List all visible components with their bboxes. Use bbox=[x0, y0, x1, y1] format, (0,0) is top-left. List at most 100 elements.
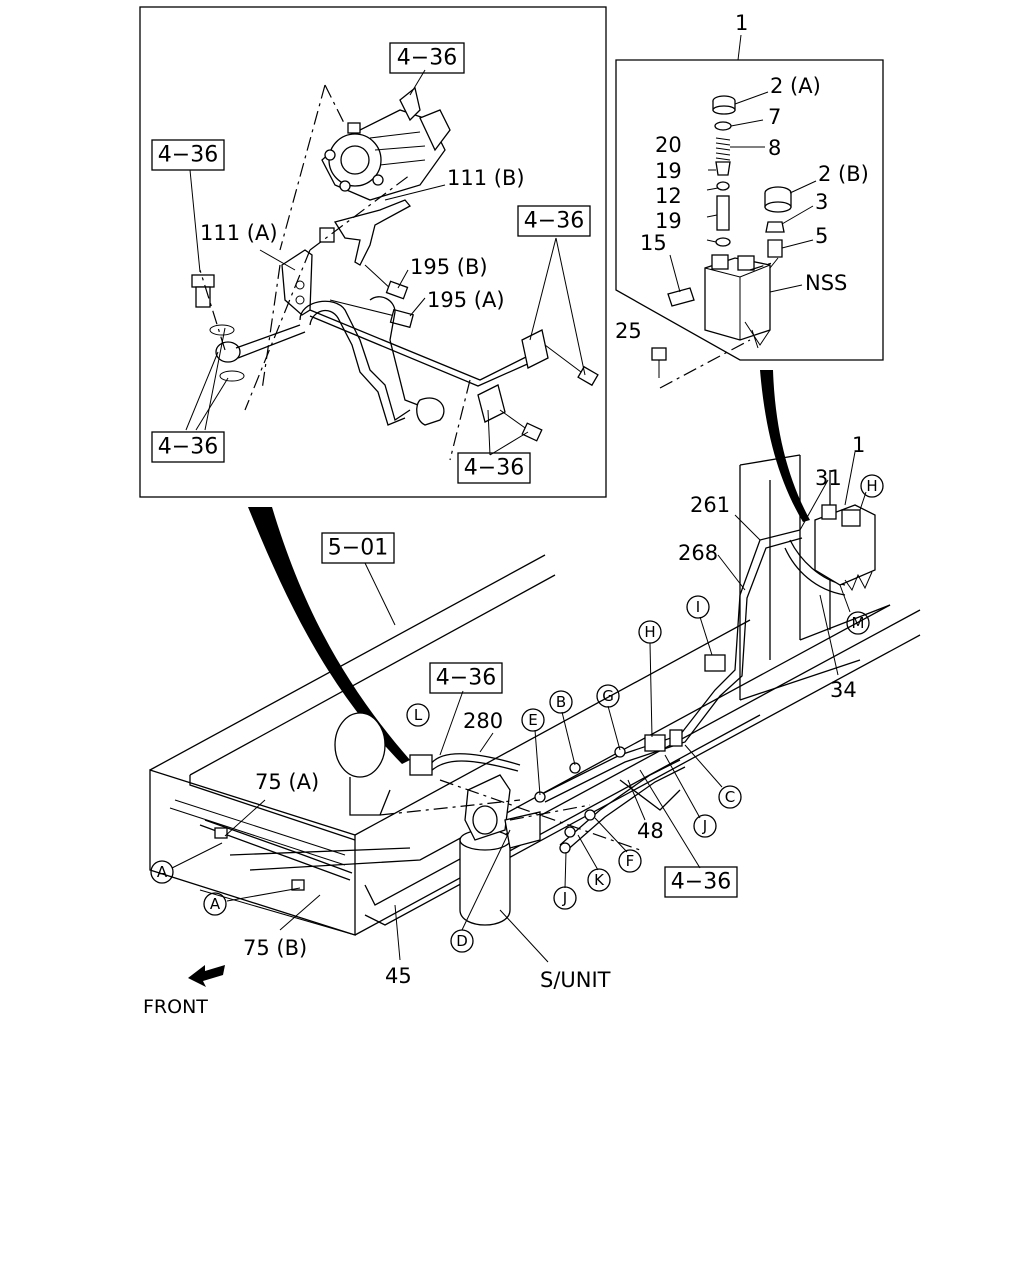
bracket-111b bbox=[333, 199, 412, 266]
callout-d: D bbox=[450, 929, 474, 953]
label-31: 31 bbox=[815, 466, 842, 490]
callout-i: I bbox=[686, 595, 710, 619]
label-75a: 75 (A) bbox=[255, 770, 319, 794]
clamp-h bbox=[644, 734, 666, 752]
callout-h-upper: H bbox=[860, 474, 884, 498]
bolt-195b bbox=[364, 264, 409, 300]
ref-box-4-36-washer: 4−36 bbox=[151, 431, 225, 463]
main-leaders bbox=[171, 451, 867, 963]
pump-detail-inset bbox=[139, 6, 607, 498]
svg-text:A: A bbox=[210, 895, 221, 913]
bracket-nut bbox=[319, 227, 335, 243]
label-3: 3 bbox=[815, 190, 828, 214]
hose-fitting bbox=[416, 397, 445, 426]
bolt-195a bbox=[329, 299, 415, 329]
inset-frame-left bbox=[139, 6, 607, 498]
label-75b: 75 (B) bbox=[243, 936, 307, 960]
ref-text: 5−01 bbox=[328, 536, 388, 561]
pipe-clamp-bottom bbox=[477, 384, 543, 442]
ref-box-4-36-pump: 4−36 bbox=[389, 42, 465, 74]
label-45: 45 bbox=[385, 964, 412, 988]
front-arrow-icon bbox=[188, 965, 225, 987]
label-268: 268 bbox=[678, 541, 718, 565]
callout-a-upper: A bbox=[150, 860, 174, 884]
pipe-48 bbox=[559, 759, 681, 846]
svg-text:J: J bbox=[562, 889, 567, 907]
pipe-75a bbox=[199, 824, 351, 881]
ref-box-5-01: 5−01 bbox=[321, 532, 395, 564]
ref-text: 4−36 bbox=[464, 456, 524, 481]
callout-g: G bbox=[596, 684, 620, 708]
label-19-upper: 19 bbox=[655, 159, 682, 183]
label-261: 261 bbox=[690, 493, 730, 517]
power-steering-pump bbox=[321, 86, 451, 201]
callout-j-left: J bbox=[553, 886, 577, 910]
ref-text: 4−36 bbox=[158, 143, 218, 168]
bolt-25 bbox=[651, 347, 667, 378]
svg-text:H: H bbox=[644, 623, 655, 641]
ref-text: 4−36 bbox=[397, 46, 457, 71]
hose-280 bbox=[429, 753, 521, 766]
pipe-clamp-right bbox=[521, 329, 599, 387]
label-20: 20 bbox=[655, 133, 682, 157]
ref-text: 4−36 bbox=[436, 666, 496, 691]
ref-text: 4−36 bbox=[671, 870, 731, 895]
filter-12 bbox=[716, 195, 730, 231]
reservoir-mounted bbox=[814, 504, 876, 592]
svg-text:E: E bbox=[528, 711, 537, 729]
ref-box-4-36-clamp-bottom: 4−36 bbox=[457, 452, 531, 484]
callout-m: M bbox=[846, 611, 870, 635]
svg-text:K: K bbox=[594, 871, 605, 889]
label-12: 12 bbox=[655, 184, 682, 208]
label-5: 5 bbox=[815, 224, 828, 248]
seal-19-lower bbox=[715, 237, 731, 247]
label-8: 8 bbox=[768, 136, 781, 160]
callout-a-lower: A bbox=[203, 892, 227, 916]
pump-hose-inner bbox=[309, 309, 406, 426]
label-1-lower: 1 bbox=[852, 433, 865, 457]
chassis-frame bbox=[149, 454, 921, 936]
callout-f: F bbox=[618, 849, 642, 873]
ref-box-4-36-bolt: 4−36 bbox=[151, 139, 225, 171]
union-bolt bbox=[191, 274, 306, 382]
ref-box-4-36-clamp-right: 4−36 bbox=[517, 205, 591, 237]
svg-text:C: C bbox=[725, 788, 735, 806]
bracket-15 bbox=[667, 287, 695, 307]
label-195b: 195 (B) bbox=[410, 255, 488, 279]
label-111b: 111 (B) bbox=[447, 166, 525, 190]
pipe-261 bbox=[539, 529, 801, 796]
svg-text:F: F bbox=[626, 852, 635, 870]
o-ring-7 bbox=[714, 121, 732, 131]
callout-e: E bbox=[521, 708, 545, 732]
clamp-l bbox=[409, 754, 433, 776]
ref-text: 4−36 bbox=[524, 209, 584, 234]
part-3 bbox=[765, 221, 785, 233]
callout-j-right: J bbox=[693, 814, 717, 838]
label-sunit: S/UNIT bbox=[540, 968, 611, 992]
ref-box-4-36-pipe: 4−36 bbox=[664, 866, 738, 898]
valve-20 bbox=[715, 161, 731, 176]
callout-l: L bbox=[406, 703, 430, 727]
svg-text:A: A bbox=[157, 863, 168, 881]
cap-2a bbox=[712, 95, 736, 115]
label-48: 48 bbox=[637, 819, 664, 843]
callouts: H M I H G B E L C J F K J A A D bbox=[150, 474, 884, 953]
inset-frame-right bbox=[615, 59, 884, 361]
label-1-top: 1 bbox=[735, 11, 748, 35]
svg-text:I: I bbox=[696, 598, 700, 616]
label-15: 15 bbox=[640, 231, 667, 255]
seal-19-upper bbox=[716, 181, 730, 191]
callout-k: K bbox=[587, 868, 611, 892]
label-25: 25 bbox=[615, 319, 642, 343]
label-34: 34 bbox=[830, 678, 857, 702]
steering-unit bbox=[459, 774, 541, 926]
ref-box-4-36-hose: 4−36 bbox=[429, 662, 503, 694]
callout-c: C bbox=[718, 785, 742, 809]
label-111a: 111 (A) bbox=[200, 221, 278, 245]
part-labels: 1 2 (A) 7 8 20 19 2 (B) 12 3 19 5 15 NSS… bbox=[143, 11, 869, 1018]
svg-text:H: H bbox=[866, 477, 877, 495]
reservoir-inset bbox=[615, 34, 884, 389]
part-5 bbox=[767, 239, 783, 258]
cap-2b bbox=[764, 186, 792, 213]
